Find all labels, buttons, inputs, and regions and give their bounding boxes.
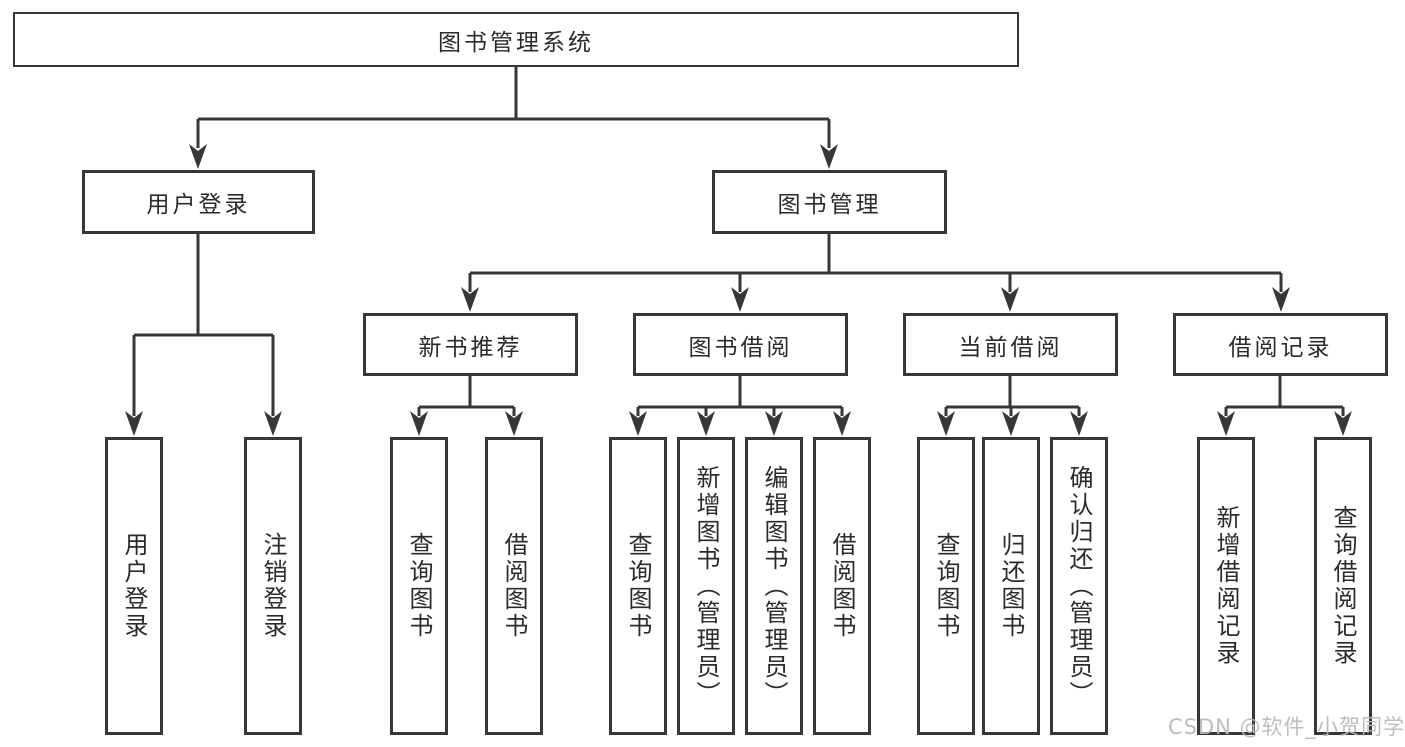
leaf-label: 借阅图书	[500, 532, 528, 640]
leaf-add-borrow-record: 新增借阅记录	[1197, 437, 1255, 735]
leaf-borrow-books-recommend: 借阅图书	[485, 437, 543, 735]
leaf-label: 确认归还（管理员）	[1065, 464, 1093, 708]
leaf-user-login: 用户登录	[105, 437, 163, 735]
leaf-edit-book-admin: 编辑图书（管理员）	[745, 437, 803, 735]
node-label: 图书管理	[777, 192, 882, 218]
leaf-label: 注销登录	[259, 532, 287, 640]
leaf-label: 新增图书（管理员）	[692, 464, 720, 708]
leaf-query-books-current: 查询图书	[917, 437, 975, 735]
leaf-label: 查询图书	[405, 532, 433, 640]
node-label: 借阅记录	[1228, 334, 1333, 361]
node-book-borrowing: 图书借阅	[633, 313, 848, 376]
node-library-management-system: 图书管理系统	[13, 12, 1019, 67]
leaf-label: 查询图书	[624, 532, 652, 640]
leaf-logout: 注销登录	[244, 437, 302, 735]
leaf-label: 查询借阅记录	[1329, 505, 1357, 667]
leaf-return-book: 归还图书	[982, 437, 1040, 735]
leaf-label: 编辑图书（管理员）	[760, 464, 788, 708]
node-label: 新书推荐	[418, 334, 523, 361]
leaf-label: 归还图书	[997, 532, 1025, 640]
node-new-book-recommendation: 新书推荐	[363, 313, 578, 376]
node-borrowing-records: 借阅记录	[1173, 313, 1388, 376]
leaf-query-books-borrow: 查询图书	[609, 437, 667, 735]
node-user-login: 用户登录	[82, 170, 315, 234]
leaf-query-books-recommend: 查询图书	[390, 437, 448, 735]
node-current-borrowing: 当前借阅	[903, 313, 1118, 376]
node-book-management: 图书管理	[712, 170, 947, 234]
node-label: 当前借阅	[958, 334, 1063, 361]
leaf-label: 查询图书	[932, 532, 960, 640]
leaf-label: 借阅图书	[828, 532, 856, 640]
leaf-borrow-books: 借阅图书	[813, 437, 871, 735]
leaf-confirm-return-admin: 确认归还（管理员）	[1050, 437, 1108, 735]
node-label: 图书借阅	[688, 334, 793, 361]
node-label: 图书管理系统	[438, 29, 594, 56]
leaf-query-borrow-record: 查询借阅记录	[1314, 437, 1372, 735]
leaf-label: 用户登录	[120, 532, 148, 640]
leaf-add-book-admin: 新增图书（管理员）	[677, 437, 735, 735]
csdn-watermark: CSDN @软件_小贺同学	[1168, 715, 1405, 739]
node-label: 用户登录	[146, 192, 251, 218]
leaf-label: 新增借阅记录	[1212, 505, 1240, 667]
